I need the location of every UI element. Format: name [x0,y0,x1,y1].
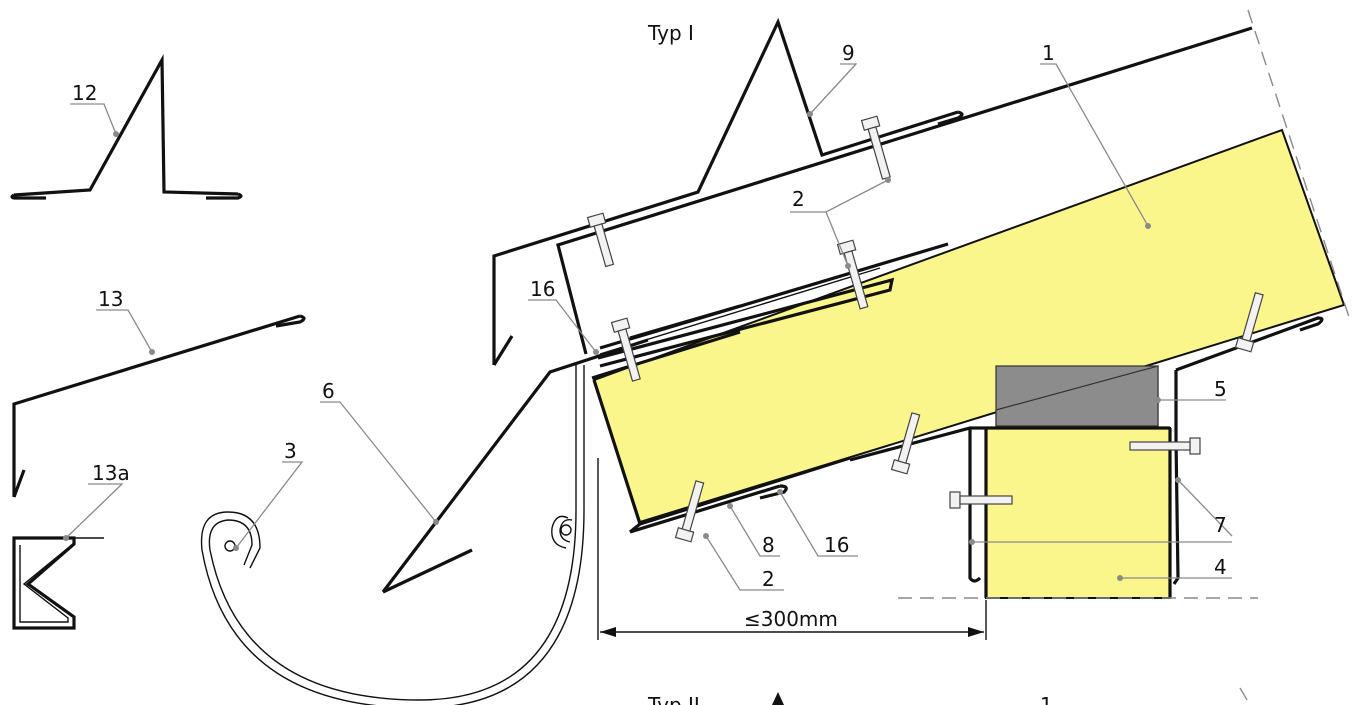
label-5: 5 [1214,377,1227,401]
roof-panel [591,128,1346,527]
dimension-text: ≤300mm [744,607,838,631]
leader-lines [63,63,1233,591]
label-1: 1 [1042,41,1055,65]
title-type-1: Typ I [647,21,694,45]
screw-icon [1234,292,1264,353]
label-1-bottom: 1 [1040,693,1053,705]
liner-8 [629,484,788,534]
label-12: 12 [72,81,97,105]
screw-icon [586,212,615,268]
detail-6-eaves-flashing [381,338,649,594]
detail-13-flashing [12,314,306,498]
gutter [200,365,585,705]
type-2-hint [772,692,784,705]
label-13: 13 [98,287,123,311]
label-9: 9 [842,41,855,65]
screw-icon [674,480,705,543]
screw-icon [610,317,641,382]
cover-flashing-9 [492,17,1253,366]
dimension-300mm: ≤300mm [597,458,987,640]
label-13a: 13a [92,461,130,485]
screw-icon [890,412,921,475]
label-8: 8 [762,533,775,557]
label-16-lower: 16 [824,533,849,557]
label-2-upper: 2 [792,187,805,211]
detail-13a-closure [12,536,104,630]
label-2-lower: 2 [762,567,775,591]
title-type-2: Typ II [647,693,700,705]
break-line-lower [1239,687,1251,705]
label-16-upper: 16 [530,277,555,301]
screw-icon [1129,437,1201,455]
label-4: 4 [1214,555,1227,579]
label-7: 7 [1214,513,1227,537]
label-3: 3 [284,439,297,463]
wall-panel-4 [849,426,1172,599]
label-6: 6 [322,379,335,403]
angle-flashings-7 [968,316,1324,585]
support-wedge [995,365,1159,427]
break-line-right [1247,9,1351,321]
screw-icon [860,115,891,180]
screw-icon [949,491,1013,509]
detail-12-profile [10,53,243,200]
